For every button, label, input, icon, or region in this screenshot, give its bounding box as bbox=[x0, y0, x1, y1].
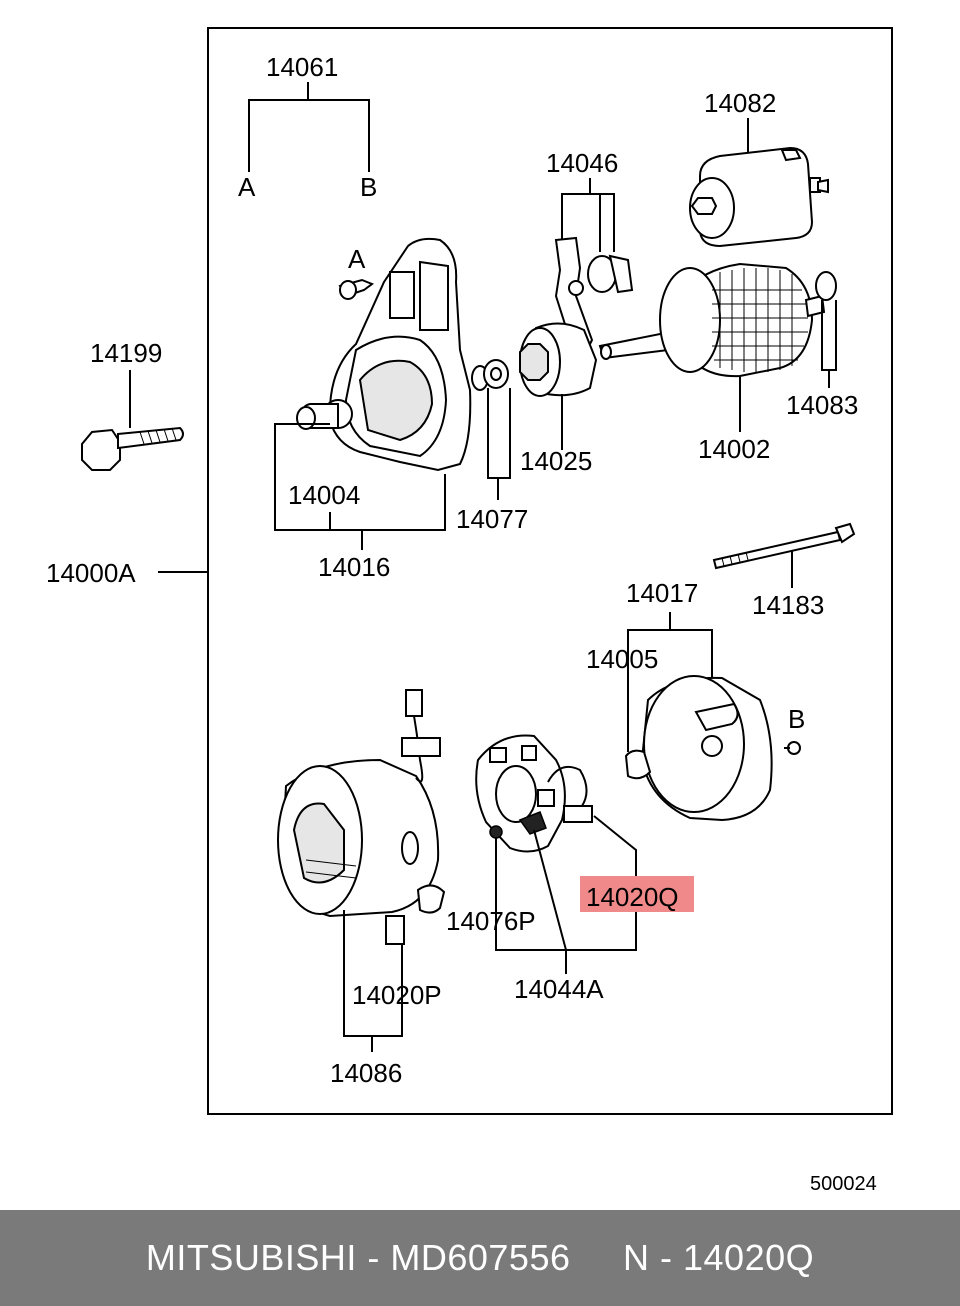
label-14005: 14005 bbox=[586, 644, 658, 674]
label-14016: 14016 bbox=[318, 552, 390, 582]
armature-14002 bbox=[598, 262, 837, 432]
washers-14077 bbox=[471, 359, 511, 500]
label-14044a: 14044A bbox=[514, 974, 604, 1004]
label-14199: 14199 bbox=[90, 338, 162, 368]
through-bolt-14183 bbox=[712, 522, 856, 588]
highlight-14020q bbox=[580, 876, 694, 912]
front-bracket-14016 bbox=[296, 237, 472, 472]
solenoid-14082 bbox=[689, 118, 829, 248]
label-14061: 14061 bbox=[266, 52, 338, 82]
diagram-code: 500024 bbox=[810, 1173, 877, 1195]
screw-a bbox=[338, 278, 375, 300]
part-14083 bbox=[821, 300, 837, 388]
bracket-14016 bbox=[274, 423, 446, 550]
label-14017: 14017 bbox=[626, 578, 698, 608]
bracket-14061 bbox=[248, 82, 370, 172]
label-a-screw: A bbox=[348, 244, 366, 274]
clutch-14025 bbox=[519, 322, 598, 450]
rear-bracket-14017 bbox=[624, 675, 801, 822]
label-14046: 14046 bbox=[546, 148, 618, 178]
label-b-top: B bbox=[360, 172, 377, 202]
label-14082: 14082 bbox=[704, 88, 776, 118]
label-14004: 14004 bbox=[288, 480, 360, 510]
footer-part-number: MITSUBISHI - MD607556 N - 14020Q bbox=[145, 1237, 815, 1278]
brush-holder-14044a bbox=[475, 734, 637, 974]
label-14086: 14086 bbox=[330, 1058, 402, 1088]
label-14000a: 14000A bbox=[46, 558, 136, 588]
label-14083: 14083 bbox=[786, 390, 858, 420]
label-14020q: 14020Q bbox=[586, 882, 679, 912]
label-14076p: 14076P bbox=[446, 906, 536, 936]
label-14020p: 14020P bbox=[352, 980, 442, 1010]
footer-bar: MITSUBISHI - MD607556 N - 14020Q bbox=[0, 1210, 960, 1306]
yoke-14086 bbox=[277, 689, 446, 1052]
parts-diagram: 14061 A B 14082 14046 A 14199 bbox=[46, 27, 893, 1195]
label-14183: 14183 bbox=[752, 590, 824, 620]
label-14077: 14077 bbox=[456, 504, 528, 534]
label-a-top: A bbox=[238, 172, 256, 202]
bracket-14017 bbox=[627, 612, 713, 680]
label-14002: 14002 bbox=[698, 434, 770, 464]
bolt-14199 bbox=[81, 370, 184, 471]
label-14025: 14025 bbox=[520, 446, 592, 476]
label-b-rear: B bbox=[788, 704, 805, 734]
